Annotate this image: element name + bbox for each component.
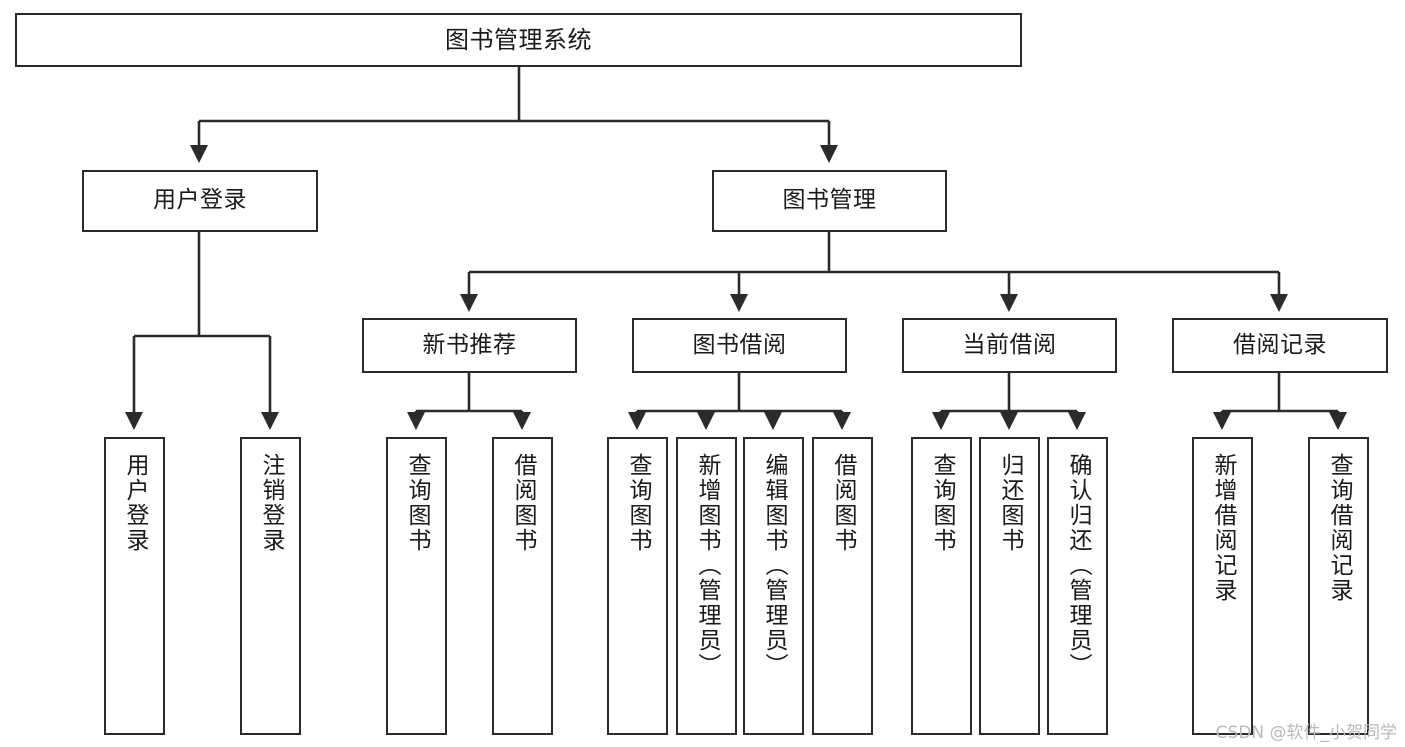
node-leaf-edit-book-admin[interactable]: 编辑图书（管理员） <box>743 437 804 735</box>
node-current-borrow[interactable]: 当前借阅 <box>902 318 1117 373</box>
node-leaf-add-book-admin-label: 新增图书（管理员） <box>694 453 720 678</box>
node-book-management[interactable]: 图书管理 <box>712 170 947 232</box>
node-leaf-query-book-3[interactable]: 查询图书 <box>911 437 972 735</box>
csdn-watermark: CSDN @软件_小贺同学 <box>1215 723 1397 743</box>
node-book-borrow[interactable]: 图书借阅 <box>632 318 847 373</box>
node-leaf-edit-book-admin-label: 编辑图书（管理员） <box>761 453 787 678</box>
node-leaf-add-borrow-record[interactable]: 新增借阅记录 <box>1192 437 1253 735</box>
node-leaf-borrow-book-2[interactable]: 借阅图书 <box>812 437 873 735</box>
node-leaf-logout-label: 注销登录 <box>258 453 284 553</box>
node-current-borrow-label: 当前借阅 <box>962 331 1057 358</box>
node-borrow-record[interactable]: 借阅记录 <box>1172 318 1388 373</box>
node-leaf-borrow-book-1-label: 借阅图书 <box>510 453 536 553</box>
node-leaf-query-book-2-label: 查询图书 <box>625 453 651 553</box>
node-leaf-add-book-admin[interactable]: 新增图书（管理员） <box>676 437 737 735</box>
node-leaf-borrow-book-2-label: 借阅图书 <box>830 453 856 553</box>
node-leaf-return-book[interactable]: 归还图书 <box>979 437 1040 735</box>
node-borrow-record-label: 借阅记录 <box>1233 331 1327 358</box>
node-leaf-query-borrow-record-label: 查询借阅记录 <box>1326 453 1352 603</box>
node-book-borrow-label: 图书借阅 <box>692 331 787 358</box>
node-leaf-query-book-2[interactable]: 查询图书 <box>607 437 668 735</box>
node-new-book-recommend[interactable]: 新书推荐 <box>362 318 577 373</box>
node-leaf-user-login[interactable]: 用户登录 <box>104 437 165 735</box>
node-root-label: 图书管理系统 <box>445 25 592 54</box>
node-leaf-query-book-3-label: 查询图书 <box>929 453 955 553</box>
node-leaf-query-borrow-record[interactable]: 查询借阅记录 <box>1308 437 1369 735</box>
node-leaf-query-book-1[interactable]: 查询图书 <box>386 437 447 735</box>
node-leaf-query-book-1-label: 查询图书 <box>404 453 430 553</box>
node-new-book-recommend-label: 新书推荐 <box>422 331 517 358</box>
node-root[interactable]: 图书管理系统 <box>15 13 1022 67</box>
node-leaf-add-borrow-record-label: 新增借阅记录 <box>1210 453 1236 603</box>
node-leaf-return-book-label: 归还图书 <box>997 453 1023 553</box>
node-user-login[interactable]: 用户登录 <box>82 170 318 232</box>
node-leaf-borrow-book-1[interactable]: 借阅图书 <box>492 437 553 735</box>
node-leaf-logout[interactable]: 注销登录 <box>240 437 301 735</box>
node-book-management-label: 图书管理 <box>782 187 877 214</box>
node-leaf-user-login-label: 用户登录 <box>122 453 148 553</box>
node-leaf-confirm-return-admin-label: 确认归还（管理员） <box>1065 453 1091 678</box>
node-user-login-label: 用户登录 <box>153 187 247 214</box>
node-leaf-confirm-return-admin[interactable]: 确认归还（管理员） <box>1047 437 1108 735</box>
